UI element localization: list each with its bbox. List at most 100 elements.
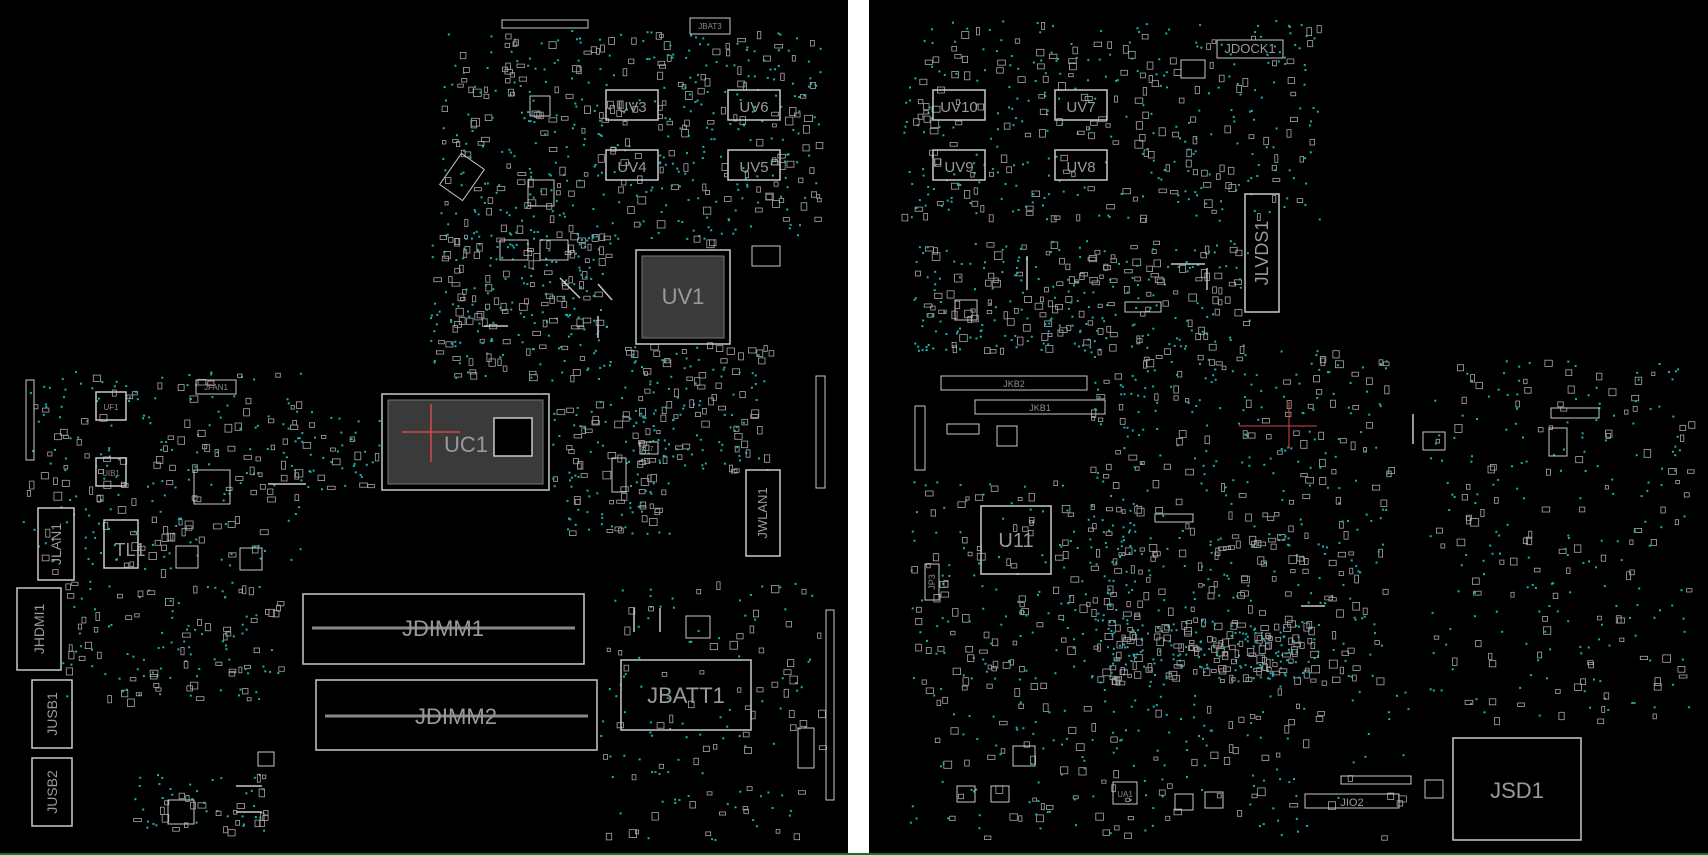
via <box>751 110 754 113</box>
smd-pad <box>1118 552 1126 557</box>
via <box>682 407 685 410</box>
smd-pad <box>1021 244 1027 250</box>
smd-pad <box>126 394 134 400</box>
via <box>1267 61 1270 64</box>
smd-pad <box>1056 118 1063 126</box>
via <box>917 345 920 348</box>
via <box>996 171 999 174</box>
via <box>161 797 164 799</box>
via <box>754 374 757 377</box>
smd-pad <box>1260 625 1269 631</box>
via <box>1042 510 1044 513</box>
via <box>1032 193 1035 196</box>
via <box>751 372 754 375</box>
smd-pad <box>326 485 336 490</box>
via <box>143 414 145 417</box>
uv4-label: UV4 <box>617 159 646 176</box>
smd-pad <box>1036 48 1045 57</box>
smd-pad <box>1009 659 1014 666</box>
via <box>674 798 677 801</box>
via <box>679 127 682 130</box>
u11-label: U11 <box>998 530 1033 552</box>
via <box>159 693 162 696</box>
via <box>960 263 963 265</box>
via <box>704 462 707 465</box>
via <box>1318 218 1321 221</box>
via <box>359 474 362 476</box>
smd-pad <box>151 516 157 523</box>
via <box>1123 539 1125 542</box>
via <box>1369 653 1372 656</box>
via <box>629 417 632 420</box>
smd-pad <box>1639 655 1648 660</box>
via <box>623 675 625 678</box>
via <box>254 816 257 818</box>
via <box>671 184 673 187</box>
via <box>1201 330 1204 333</box>
via <box>89 580 92 583</box>
via <box>1385 360 1388 363</box>
via <box>594 163 597 166</box>
smd-pad <box>1084 96 1093 101</box>
via <box>1344 659 1347 662</box>
smd-pad <box>1012 640 1018 646</box>
via <box>711 838 714 841</box>
via <box>681 221 684 224</box>
via <box>688 49 691 52</box>
via <box>1239 278 1241 281</box>
via <box>918 349 920 352</box>
smd-pad <box>1261 657 1267 665</box>
via <box>696 434 698 437</box>
smd-pad <box>962 614 970 623</box>
via <box>501 256 504 259</box>
jkb2-label: JKB2 <box>1003 379 1025 389</box>
uv10-label: UV10 <box>940 99 978 116</box>
via <box>975 788 978 791</box>
smd-pad <box>263 810 269 816</box>
uv7-outline <box>1054 89 1108 121</box>
via <box>1112 579 1115 582</box>
via <box>473 287 476 290</box>
via <box>484 375 487 377</box>
via <box>934 164 937 167</box>
smd-pad <box>497 358 502 366</box>
smd-pad <box>696 589 702 595</box>
via <box>722 368 725 371</box>
smd-pad <box>265 609 270 615</box>
small-header-r1 <box>1154 513 1194 523</box>
via <box>1483 711 1486 714</box>
via <box>1093 515 1096 518</box>
via <box>463 149 466 152</box>
smd-pad <box>949 815 956 821</box>
smd-pad <box>647 457 657 463</box>
via <box>737 188 740 191</box>
smd-pad <box>1307 403 1314 409</box>
via <box>1304 203 1307 206</box>
via <box>681 722 684 725</box>
smd-pad <box>1134 276 1141 282</box>
smd-pad <box>1204 245 1210 255</box>
via <box>1233 63 1236 66</box>
u1-outline <box>611 457 627 493</box>
via <box>1407 708 1410 711</box>
ua1-label: UA1 <box>1117 790 1133 799</box>
via <box>927 185 930 188</box>
smd-pad <box>1290 116 1298 123</box>
via <box>1063 566 1066 569</box>
smd-pad <box>987 664 992 670</box>
smd-pad <box>245 397 252 405</box>
via <box>1094 381 1097 384</box>
via <box>253 545 256 548</box>
smd-pad <box>1079 604 1088 613</box>
via <box>1275 20 1278 23</box>
via <box>1302 412 1305 415</box>
via <box>186 384 189 387</box>
smd-pad <box>1041 333 1049 342</box>
jp3-label: JP3 <box>927 574 937 590</box>
via <box>1022 727 1025 730</box>
smd-pad <box>975 494 984 501</box>
smd-pad <box>1068 73 1074 78</box>
smd-pad <box>1112 677 1119 686</box>
via <box>711 128 714 131</box>
via <box>354 471 357 474</box>
